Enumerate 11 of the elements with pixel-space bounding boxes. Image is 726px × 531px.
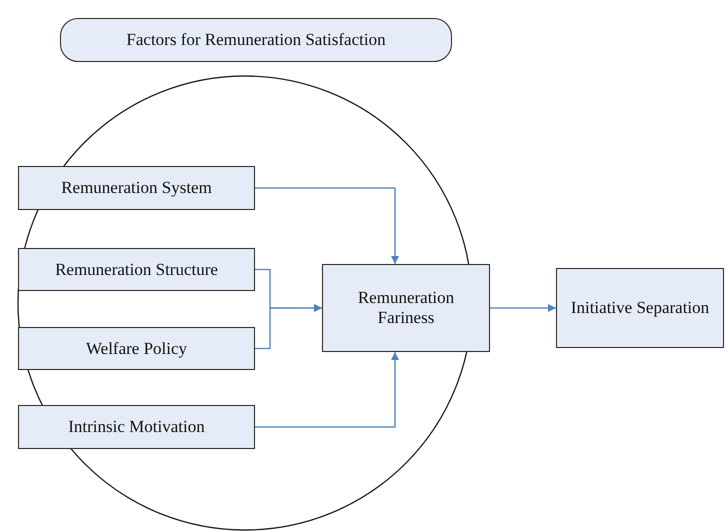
factor-box: Remuneration System bbox=[18, 166, 255, 210]
arrow bbox=[490, 304, 556, 312]
arrow bbox=[255, 187, 399, 264]
arrow bbox=[255, 352, 399, 428]
arrow bbox=[255, 304, 322, 350]
factor-box: Intrinsic Motivation bbox=[18, 405, 255, 449]
heading-box: Factors for Remuneration Satisfaction bbox=[60, 18, 452, 62]
factor-box: Welfare Policy bbox=[18, 327, 255, 370]
process-box: Remuneration Fariness bbox=[322, 264, 490, 352]
outcome-box: Initiative Separation bbox=[556, 268, 724, 348]
factor-box: Remuneration Structure bbox=[18, 248, 255, 291]
